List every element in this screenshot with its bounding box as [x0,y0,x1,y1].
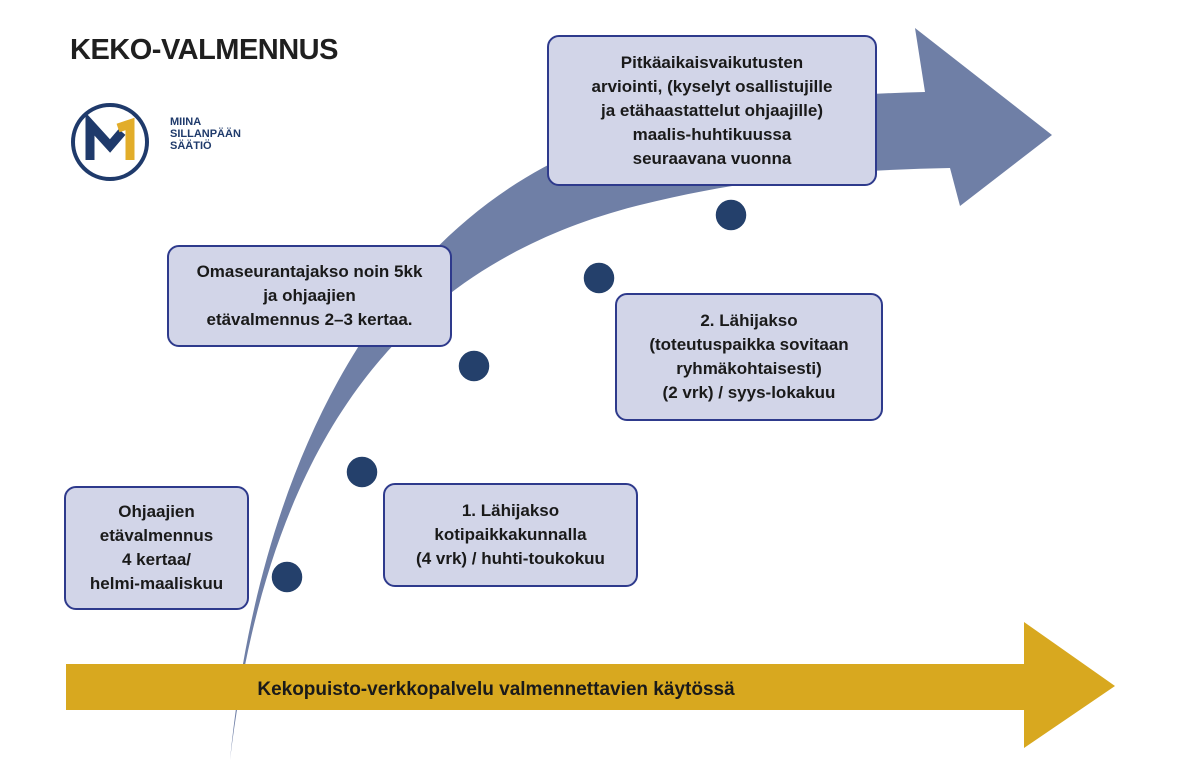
phase-box-text: 2. Lähijakso (toteutuspaikka sovitaan ry… [649,311,849,402]
m-monogram-icon [71,103,149,181]
milestone-dot [343,453,381,491]
timeline-label: Kekopuisto-verkkopalvelu valmennettavien… [257,679,735,700]
logo-line: SÄÄTIÖ [170,140,212,152]
milestone-dot [455,347,493,385]
foundation-logo: MIINA SILLANPÄÄN SÄÄTIÖ [70,102,270,182]
milestone-dot [580,259,618,297]
milestone-dot [268,558,306,596]
logo-line: MIINA [170,116,202,128]
phase-box-text: Ohjaajien etävalmennus 4 kertaa/ helmi-m… [89,502,224,593]
logo-text: MIINA SILLANPÄÄN SÄÄTIÖ [170,116,241,152]
milestone-dot [712,196,750,234]
phase-box-text: Pitkäaikaisvaikutusten arviointi, (kysel… [591,52,833,168]
phase-box-text: Omaseurantajakso noin 5kk ja ohjaajien e… [196,262,423,329]
phase-box-text: 1. Lähijakso kotipaikkakunnalla (4 vrk) … [416,501,605,568]
phase-box-ohjaajien-etavalmennus: Ohjaajien etävalmennus 4 kertaa/ helmi-m… [64,486,249,610]
phase-box-lahijakso-1: 1. Lähijakso kotipaikkakunnalla (4 vrk) … [383,483,638,587]
phase-box-pitkaaikaisvaikutusten-arviointi: Pitkäaikaisvaikutusten arviointi, (kysel… [547,35,877,186]
page-title: KEKO-VALMENNUS [70,34,338,66]
phase-box-lahijakso-2: 2. Lähijakso (toteutuspaikka sovitaan ry… [615,293,883,421]
logo-line: SILLANPÄÄN [170,128,241,140]
phase-box-omaseurantajakso: Omaseurantajakso noin 5kk ja ohjaajien e… [167,245,452,347]
timeline-arrow [66,622,1115,748]
